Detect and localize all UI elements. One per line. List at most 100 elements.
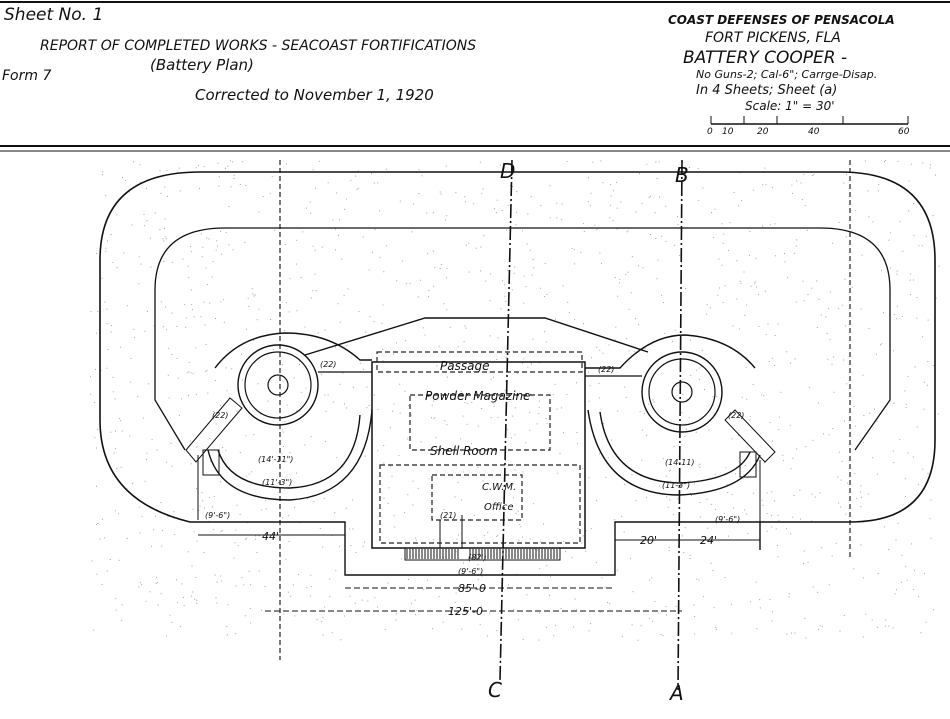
noise-dot <box>258 211 260 213</box>
noise-dot <box>635 500 637 502</box>
noise-dot <box>343 615 345 617</box>
noise-dot <box>385 168 387 170</box>
noise-dot <box>345 507 347 509</box>
noise-dot <box>538 413 540 415</box>
noise-dot <box>513 464 515 466</box>
noise-dot <box>833 391 835 393</box>
noise-dot <box>284 330 286 332</box>
noise-dot <box>845 513 847 515</box>
noise-dot <box>153 529 155 531</box>
gun-platform-circle <box>237 344 319 426</box>
noise-dot <box>211 276 213 278</box>
noise-dot <box>637 639 639 641</box>
noise-dot <box>550 576 551 578</box>
noise-dot <box>871 619 873 621</box>
noise-dot <box>732 325 734 327</box>
noise-dot <box>616 569 618 571</box>
noise-dot <box>729 222 731 224</box>
noise-dot <box>816 326 818 328</box>
dim-label: (21) <box>440 511 456 520</box>
noise-dot <box>444 219 446 221</box>
noise-dot <box>481 192 483 194</box>
noise-dot <box>710 562 712 564</box>
noise-dot <box>596 346 598 348</box>
noise-dot <box>518 539 520 541</box>
noise-dot <box>627 271 629 273</box>
noise-dot <box>286 404 288 406</box>
noise-dot <box>927 384 929 386</box>
noise-dot <box>407 438 409 440</box>
noise-dot <box>160 301 162 303</box>
noise-dot <box>763 395 765 397</box>
noise-dot <box>538 639 540 641</box>
noise-dot <box>441 263 443 265</box>
noise-dot <box>525 442 527 444</box>
noise-dot <box>794 252 796 254</box>
noise-dot <box>171 354 173 355</box>
noise-dot <box>358 311 360 312</box>
noise-dot <box>90 393 92 395</box>
noise-dot <box>610 184 612 186</box>
noise-dot <box>768 361 770 362</box>
noise-dot <box>199 187 200 189</box>
noise-dot <box>281 429 283 431</box>
noise-dot <box>149 237 151 239</box>
noise-dot <box>507 204 509 206</box>
noise-dot <box>342 466 344 468</box>
noise-dot <box>694 633 696 635</box>
noise-dot <box>342 372 344 374</box>
noise-dot <box>180 625 182 627</box>
noise-dot <box>832 428 834 429</box>
noise-dot <box>595 561 597 563</box>
section-label-a: A <box>668 681 684 705</box>
noise-dot <box>666 475 668 477</box>
noise-dot <box>563 540 565 542</box>
noise-dot <box>355 175 357 177</box>
noise-dot <box>265 508 267 510</box>
noise-dot <box>930 537 932 539</box>
noise-dot <box>113 452 115 454</box>
noise-dot <box>514 407 516 409</box>
noise-dot <box>516 373 518 375</box>
noise-dot <box>223 321 225 323</box>
noise-dot <box>184 304 186 306</box>
noise-dot <box>473 370 475 372</box>
scale-tick: 40 <box>808 127 820 137</box>
noise-dot <box>483 535 485 537</box>
fort-name: FORT PICKENS, FLA <box>705 30 841 46</box>
noise-dot <box>114 510 116 512</box>
noise-dot <box>181 583 183 585</box>
noise-dot <box>140 263 142 265</box>
noise-dot <box>490 417 492 419</box>
noise-dot <box>532 503 534 505</box>
noise-dot <box>778 416 780 418</box>
noise-dot <box>100 369 102 371</box>
noise-dot <box>170 443 172 444</box>
noise-dot <box>935 174 936 176</box>
noise-dot <box>462 415 464 417</box>
noise-dot <box>673 445 675 447</box>
noise-dot <box>660 634 662 636</box>
noise-dot <box>133 161 134 163</box>
noise-dot <box>418 193 420 194</box>
noise-dot <box>393 353 395 355</box>
noise-dot <box>602 182 604 184</box>
noise-dot <box>399 383 401 385</box>
noise-dot <box>784 253 785 255</box>
noise-dot <box>460 438 462 440</box>
noise-dot <box>678 618 680 620</box>
noise-dot <box>286 163 287 165</box>
noise-dot <box>516 573 518 575</box>
noise-dot <box>216 581 218 583</box>
noise-dot <box>658 485 660 487</box>
noise-dot <box>267 400 269 402</box>
noise-dot <box>758 293 759 295</box>
noise-dot <box>638 265 640 267</box>
noise-dot <box>677 498 679 500</box>
noise-dot <box>681 262 682 264</box>
noise-dot <box>214 574 216 576</box>
noise-dot <box>215 249 217 251</box>
noise-dot <box>115 598 117 600</box>
noise-dot <box>312 290 314 292</box>
noise-dot <box>477 425 479 427</box>
